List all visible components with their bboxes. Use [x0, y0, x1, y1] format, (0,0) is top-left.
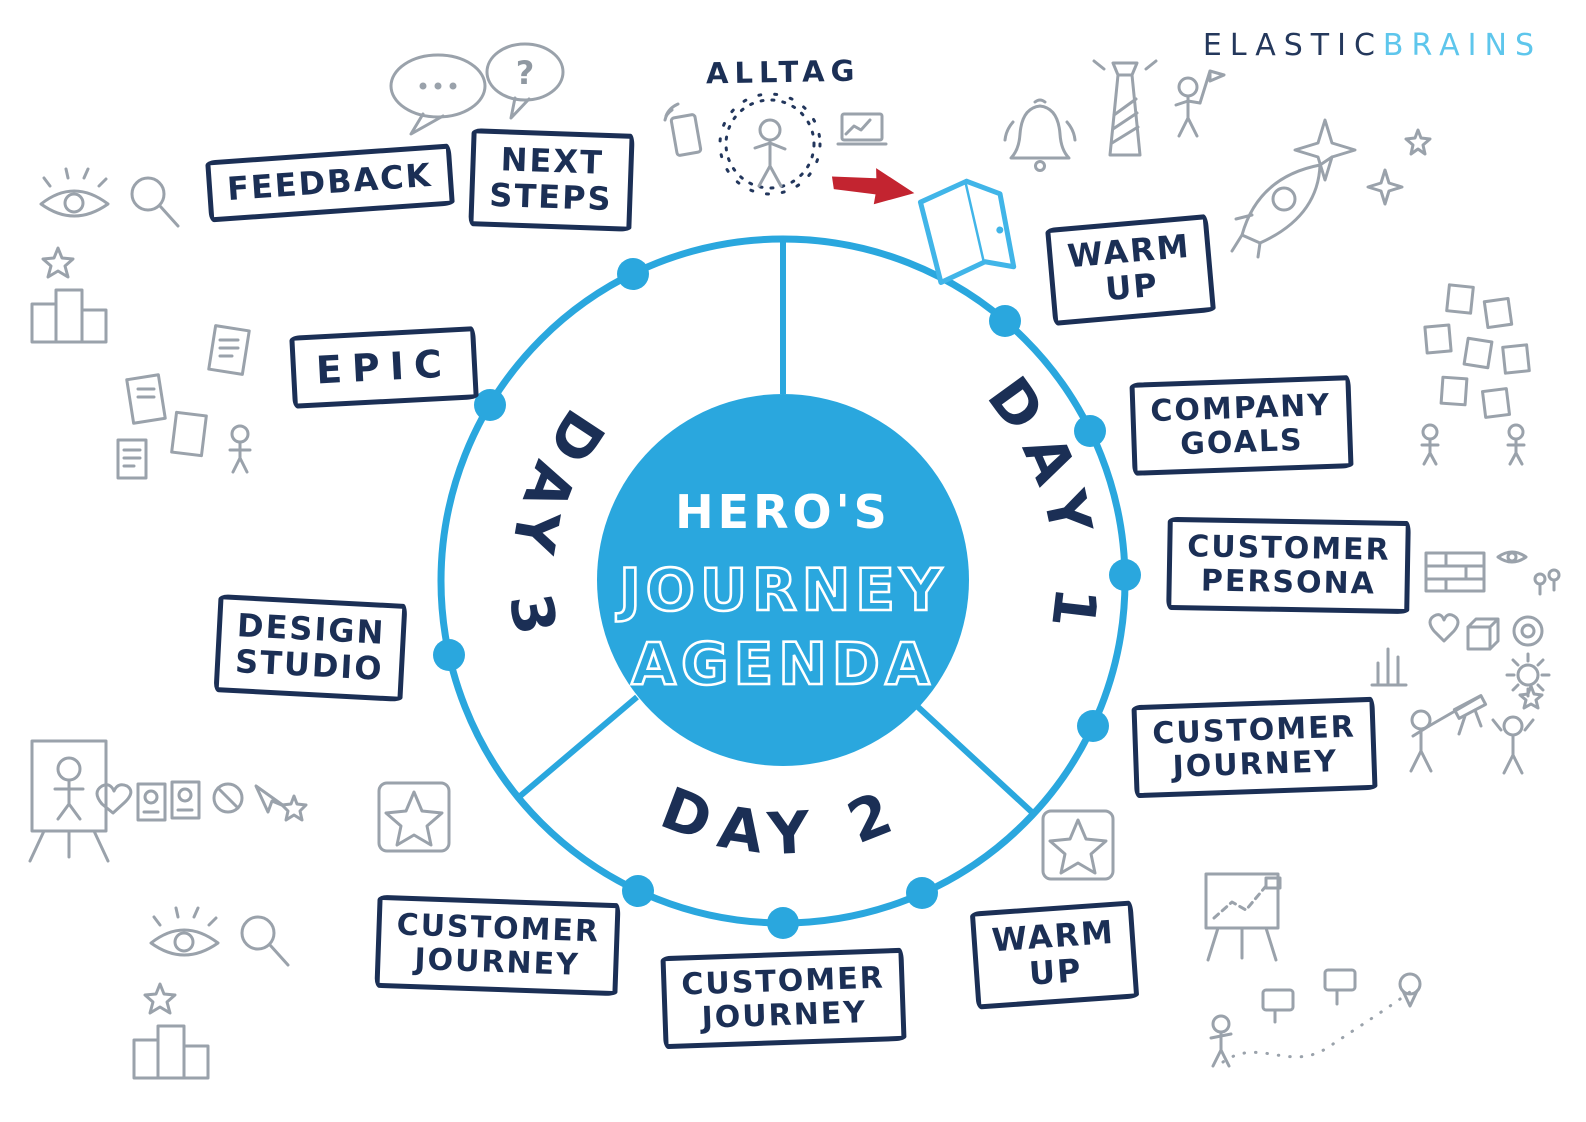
agenda-item-warm-up-day2: WARM UP	[969, 900, 1140, 1010]
day3-arc-text: DAY 3	[496, 398, 604, 654]
ring-dot	[767, 907, 799, 939]
agenda-label: COMPANY	[1149, 387, 1332, 430]
speech-question-mark: ?	[516, 54, 535, 92]
day2-arc-label: DAY 2	[652, 774, 914, 869]
ring-dividers	[517, 239, 1038, 818]
sticky-notes-icon	[1408, 282, 1538, 481]
brand-brains: BRAINS	[1382, 28, 1542, 63]
stick-figure-burst-icon	[695, 82, 845, 201]
agenda-label: PERSONA	[1200, 563, 1377, 602]
icon-wall-cluster	[1368, 535, 1568, 704]
framed-star-right-icon	[1036, 804, 1122, 894]
agenda-label: FEEDBACK	[225, 155, 434, 209]
agenda-item-warm-up-day1: WARM UP	[1045, 214, 1217, 326]
center-title-line3: AGENDA	[631, 630, 935, 698]
day2-arc-text: DAY 2	[652, 774, 900, 869]
document-cards-icon	[112, 322, 277, 511]
agenda-item-design-studio: DESIGN STUDIO	[213, 594, 407, 702]
day1-arc-text: DAY 1	[974, 364, 1096, 645]
divider-bottom-left	[517, 694, 639, 800]
ring-dot	[1077, 710, 1109, 742]
speech-bubbles-icon: ?	[383, 36, 578, 145]
podium-bottom-icon	[130, 982, 220, 1086]
agenda-label: CUSTOMER	[1187, 529, 1391, 568]
ring-dot	[474, 389, 506, 421]
ring-dot	[906, 877, 938, 909]
ring-dot	[1074, 415, 1106, 447]
speech-dots	[419, 82, 427, 90]
day3-arc-label: DAY 3	[496, 398, 618, 654]
agenda-label: STUDIO	[234, 641, 385, 688]
brick-wall-icon	[1424, 551, 1486, 593]
phone-icon	[660, 100, 705, 166]
laptop-chart-icon	[834, 108, 892, 157]
agenda-label: EPIC	[314, 341, 453, 393]
journey-path-icon	[1205, 962, 1425, 1086]
center-title-line1: HERO'S	[675, 485, 891, 539]
agenda-label: GOALS	[1179, 422, 1305, 462]
agenda-label: JOURNEY	[413, 941, 581, 983]
ring-dots	[433, 258, 1141, 939]
icon-row-icon	[86, 770, 316, 849]
brand-logo: ELASTICBRAINS	[1203, 28, 1542, 63]
flipchart-icon	[1196, 866, 1296, 975]
eye-magnifier-icon	[36, 166, 186, 240]
sparkle-stars-icon	[1290, 115, 1440, 234]
center-title-line2: JOURNEY	[615, 556, 947, 624]
target-icon	[1512, 615, 1544, 647]
heart-icon	[1428, 613, 1460, 643]
ring-dot	[1109, 559, 1141, 591]
agenda-item-customer-journey-day1: CUSTOMER JOURNEY	[1131, 696, 1378, 799]
agenda-label: JOURNEY	[1171, 743, 1339, 785]
agenda-item-company-goals: COMPANY GOALS	[1129, 375, 1354, 477]
alltag-label: ALLTAG	[705, 53, 861, 91]
agenda-item-customer-persona: CUSTOMER PERSONA	[1166, 516, 1412, 615]
divider-bottom-right	[915, 704, 1038, 818]
bell-icon	[1000, 96, 1080, 185]
agenda-item-epic: EPIC	[289, 326, 479, 409]
location-pin-icon	[1398, 972, 1422, 996]
agenda-label: STEPS	[488, 175, 614, 218]
open-door-icon	[896, 166, 1028, 302]
ring-dot	[433, 639, 465, 671]
sun-icon	[1516, 663, 1540, 687]
ring-dot	[622, 875, 654, 907]
telescope-figures-icon	[1395, 668, 1545, 787]
brand-elastic: ELASTIC	[1202, 28, 1383, 63]
agenda-item-customer-journey-left: CUSTOMER JOURNEY	[374, 894, 621, 997]
center-circle	[597, 394, 969, 766]
ring-dot	[989, 305, 1021, 337]
star-podium-icon	[28, 246, 118, 350]
eye-magnifier-bottom-icon	[146, 905, 296, 979]
day1-arc-label: DAY 1	[974, 364, 1110, 645]
ring-dot	[617, 258, 649, 290]
agenda-label: JOURNEY	[700, 994, 868, 1036]
red-arrow-icon	[822, 154, 926, 229]
agenda-item-next-steps: NEXT STEPS	[468, 128, 635, 232]
bar-chart-icon	[1370, 647, 1408, 687]
framed-star-icon	[372, 776, 458, 866]
cube-icon	[1466, 625, 1492, 651]
eye-icon	[1496, 550, 1528, 564]
agenda-item-customer-journey-bottom: CUSTOMER JOURNEY	[660, 947, 907, 1050]
lighthouse-figures-icon	[1080, 55, 1230, 174]
